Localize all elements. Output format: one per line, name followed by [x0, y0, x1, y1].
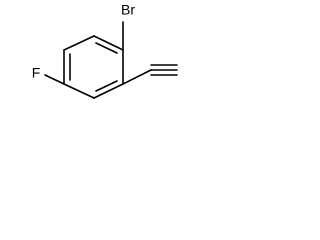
fluorine-label: F [32, 65, 41, 81]
chemical-structure-diagram: Br F [32, 2, 178, 99]
ring-bond-c1-c2 [93, 35, 124, 51]
ring-bond-c6-c1 [63, 35, 95, 51]
ring-double-bond-c3-c4 [95, 80, 118, 92]
ring-bond-c3-c4 [93, 83, 124, 99]
ring-double-bond-c1-c2 [95, 42, 118, 54]
bromine-label: Br [121, 2, 135, 18]
fluorine-bond [44, 74, 65, 85]
ring-bond-c4-c5 [63, 83, 95, 99]
alkyne-stem-bond [122, 69, 152, 85]
